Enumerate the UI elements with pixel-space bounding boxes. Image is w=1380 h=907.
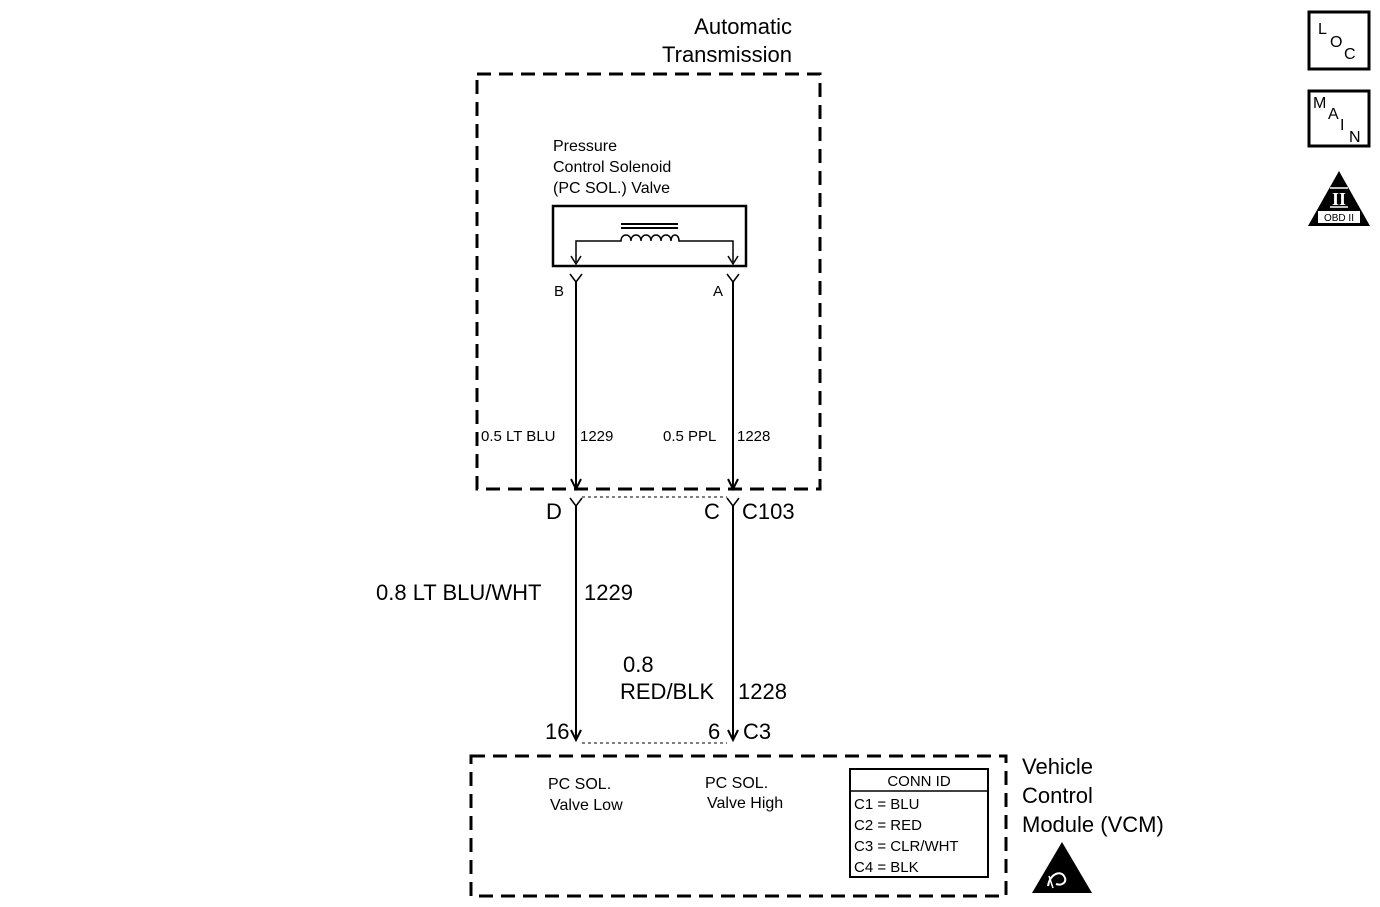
wire-lower-left-label: 0.8 LT BLU/WHT [376, 580, 541, 605]
pin-a-label: A [713, 283, 723, 300]
wire-lower-left-circuit: 1229 [584, 580, 633, 605]
loc-letter-o: O [1330, 34, 1342, 51]
loc-letter-c: C [1344, 46, 1356, 63]
wire-upper-right-circuit: 1228 [737, 428, 770, 445]
pin-b-label: B [554, 283, 564, 300]
vcm-name-line2: Control [1022, 783, 1093, 808]
solenoid-label-line2: Control Solenoid [553, 159, 671, 176]
loc-button[interactable]: L O C [1307, 10, 1371, 71]
main-letter-m: M [1313, 95, 1326, 112]
main-button[interactable]: M A I N [1307, 89, 1371, 148]
conn-id-border [849, 768, 989, 878]
wire-1228-arrow-lower [727, 729, 739, 743]
conn-id-table: CONN ID C1 = BLU C2 = RED C3 = CLR/WHT C… [849, 768, 989, 878]
obd-label-plate [1318, 211, 1360, 223]
conn-id-row-2: C2 = RED [854, 817, 922, 834]
wire-1229 [570, 282, 582, 743]
vcm-high-line1: PC SOL. [705, 775, 768, 792]
vcm-module: PC SOL. Valve Low PC SOL. Valve High Veh… [469, 754, 1164, 898]
c3-pin-6-label: 6 [708, 719, 720, 744]
automatic-transmission: Automatic Transmission Pressure Control … [475, 14, 822, 491]
main-letter-i: I [1340, 117, 1344, 134]
esd-hand [1047, 872, 1067, 887]
conn-id-row-4: C4 = BLK [854, 859, 919, 876]
main-letter-n: N [1349, 129, 1361, 146]
obd-numeral: II [1332, 189, 1346, 209]
solenoid-symbol [551, 204, 748, 268]
solenoid-label-line1: Pressure [553, 138, 617, 155]
esd-triangle [1032, 842, 1092, 893]
c3-pin-16-label: 16 [545, 719, 569, 744]
wire-upper-right-label: 0.5 PPL [663, 428, 716, 445]
vcm-name-line3: Module (VCM) [1022, 812, 1164, 837]
pin-b-connector [569, 273, 583, 284]
vcm-low-line1: PC SOL. [548, 776, 611, 793]
coil-arrow-right [727, 255, 739, 266]
connector-c103: D C C103 [546, 496, 795, 524]
transmission-dashed-border [475, 72, 822, 491]
conn-id-row-3: C3 = CLR/WHT [854, 838, 959, 855]
wire-1229-arrow-lower [570, 729, 582, 743]
wire-1228 [727, 282, 739, 743]
wire-1229-arrow-upper [570, 478, 582, 492]
solenoid-coil [575, 234, 734, 262]
conn-id-header: CONN ID [887, 773, 951, 790]
c103-pin-d-label: D [546, 499, 562, 524]
obd-ii-icon[interactable]: II OBD II [1308, 171, 1370, 226]
wire-upper-left-label: 0.5 LT BLU [481, 428, 556, 445]
wire-lower-right-label-line1: 0.8 [623, 652, 654, 677]
esd-warning-icon [1032, 842, 1092, 893]
vcm-name-line1: Vehicle [1022, 754, 1093, 779]
wire-1228-arrow-upper [727, 478, 739, 492]
c103-pin-c [726, 497, 740, 508]
c103-pin-d [569, 497, 583, 508]
c103-name: C103 [742, 499, 795, 524]
pin-a-connector [726, 273, 740, 284]
vcm-high-line2: Valve High [707, 795, 783, 812]
main-letter-a: A [1328, 106, 1339, 123]
loc-button-frame[interactable] [1307, 10, 1371, 71]
vcm-low-line2: Valve Low [550, 797, 623, 814]
wire-lower-right-circuit: 1228 [738, 679, 787, 704]
esd-slash [1048, 875, 1054, 889]
connector-c3: 16 6 C3 [545, 719, 771, 744]
coil-arrow-left [570, 255, 582, 266]
main-button-frame[interactable] [1307, 89, 1371, 148]
c3-name: C3 [743, 719, 771, 744]
transmission-title-line1: Automatic [694, 14, 792, 39]
obd-label: OBD II [1324, 213, 1354, 224]
conn-id-row-1: C1 = BLU [854, 796, 919, 813]
wire-lower-right-label-line2: RED/BLK [620, 679, 714, 704]
transmission-title-line2: Transmission [662, 42, 792, 67]
c103-pin-c-label: C [704, 499, 720, 524]
vcm-dashed-border [469, 754, 1008, 898]
loc-letter-l: L [1318, 21, 1327, 38]
wire-upper-left-circuit: 1229 [580, 428, 613, 445]
solenoid-label-line3: (PC SOL.) Valve [553, 180, 670, 197]
